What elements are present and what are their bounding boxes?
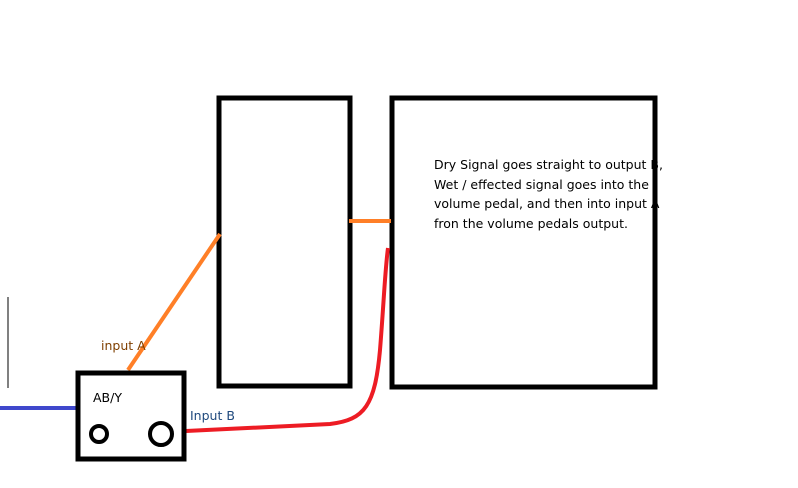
- aby-label: AB/Y: [93, 390, 122, 405]
- input-a-label: input A: [101, 338, 146, 353]
- explanation-note: Dry Signal goes straight to output B, We…: [434, 157, 663, 231]
- input-b-cable: [185, 247, 390, 433]
- jack-b-icon: [148, 421, 174, 447]
- input-b-label: Input B: [190, 408, 235, 423]
- input-a-cable: [126, 232, 222, 372]
- aby-box: [75, 370, 187, 462]
- effects-pedal-box: [216, 95, 353, 389]
- volume-pedal-box: [389, 95, 658, 390]
- jack-a-icon: [89, 424, 109, 444]
